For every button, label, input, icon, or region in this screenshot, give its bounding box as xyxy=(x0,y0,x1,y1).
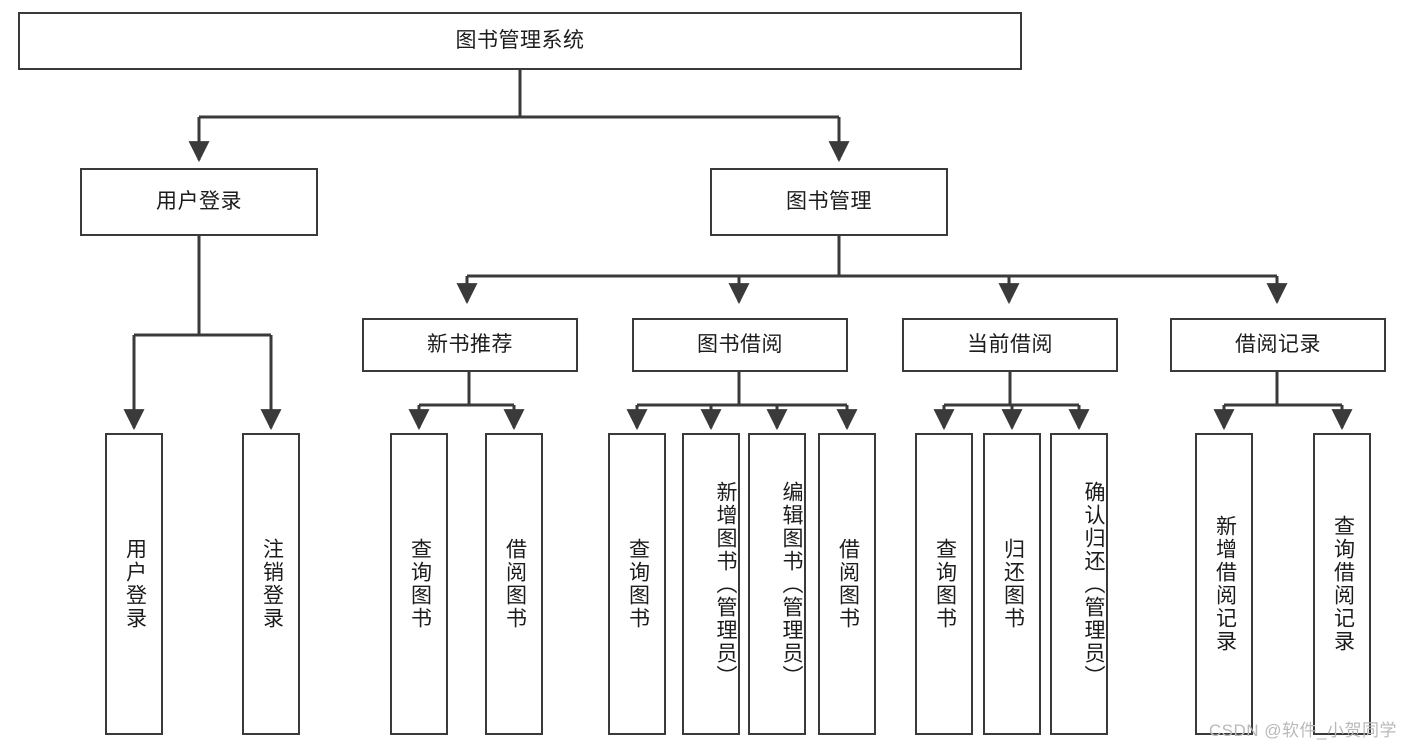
leaf-user-login-signout[interactable]: 注销登录 xyxy=(242,433,300,735)
node-label: 新书推荐 xyxy=(427,333,513,357)
node-book-management[interactable]: 图书管理 xyxy=(710,168,948,236)
node-book-borrow[interactable]: 图书借阅 xyxy=(632,318,848,372)
node-current-borrow[interactable]: 当前借阅 xyxy=(902,318,1118,372)
node-label: 图书管理 xyxy=(786,190,872,214)
node-root-book-management-system[interactable]: 图书管理系统 xyxy=(18,12,1022,70)
node-new-book-recommend[interactable]: 新书推荐 xyxy=(362,318,578,372)
leaf-current-borrow-return-books[interactable]: 归还图书 xyxy=(983,433,1041,735)
node-label: 查询图书 xyxy=(408,538,432,630)
leaf-current-borrow-query-books[interactable]: 查询图书 xyxy=(915,433,973,735)
node-user-login[interactable]: 用户登录 xyxy=(80,168,318,236)
leaf-borrow-record-query-record[interactable]: 查询借阅记录 xyxy=(1313,433,1371,735)
leaf-book-borrow-borrow-books[interactable]: 借阅图书 xyxy=(818,433,876,735)
node-label: 注销登录 xyxy=(260,538,284,630)
leaf-current-borrow-confirm-return-admin[interactable]: 确认归还（管理员） xyxy=(1050,433,1108,735)
node-label: 图书借阅 xyxy=(697,333,783,357)
leaf-user-login-signin[interactable]: 用户登录 xyxy=(105,433,163,735)
leaf-book-borrow-edit-book-admin[interactable]: 编辑图书（管理员） xyxy=(748,433,806,735)
node-borrow-record[interactable]: 借阅记录 xyxy=(1170,318,1386,372)
node-label: 归还图书 xyxy=(1001,538,1025,630)
node-label: 查询图书 xyxy=(933,538,957,630)
node-label: 图书管理系统 xyxy=(455,29,585,53)
leaf-book-borrow-query-books[interactable]: 查询图书 xyxy=(608,433,666,735)
node-label: 用户登录 xyxy=(123,538,147,630)
watermark-text: CSDN @软件_小贺同学 xyxy=(1208,721,1397,740)
node-label: 编辑图书（管理员） xyxy=(780,480,803,688)
node-label: 确认归还（管理员） xyxy=(1082,480,1105,688)
node-label: 查询图书 xyxy=(626,538,650,630)
node-label: 当前借阅 xyxy=(967,333,1053,357)
leaf-new-book-borrow-books[interactable]: 借阅图书 xyxy=(485,433,543,735)
node-label: 用户登录 xyxy=(156,190,242,214)
node-label: 新增借阅记录 xyxy=(1213,515,1237,653)
node-label: 借阅记录 xyxy=(1235,333,1321,357)
node-label: 新增图书（管理员） xyxy=(714,480,737,688)
node-label: 借阅图书 xyxy=(503,538,527,630)
leaf-borrow-record-add-record[interactable]: 新增借阅记录 xyxy=(1195,433,1253,735)
node-label: 查询借阅记录 xyxy=(1331,515,1355,653)
leaf-new-book-query-books[interactable]: 查询图书 xyxy=(390,433,448,735)
node-label: 借阅图书 xyxy=(836,538,860,630)
leaf-book-borrow-add-book-admin[interactable]: 新增图书（管理员） xyxy=(682,433,740,735)
